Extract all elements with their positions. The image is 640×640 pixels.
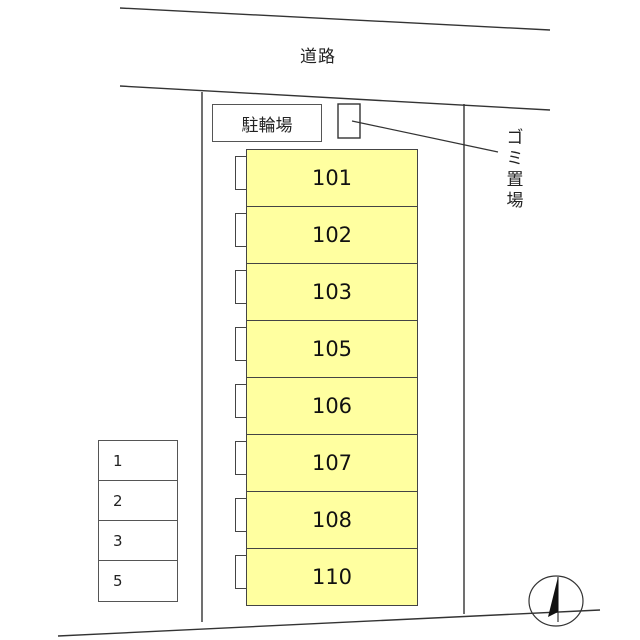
parking-slot-2: 2 [99, 481, 177, 521]
bicycle-parking-label: 駐輪場 [212, 104, 322, 142]
balcony [235, 270, 247, 304]
unit-102: 102 [246, 206, 418, 264]
road-top-edge [119, 7, 551, 31]
unit-107: 107 [246, 434, 418, 492]
balcony [235, 441, 247, 475]
unit-105: 105 [246, 320, 418, 378]
unit-110: 110 [246, 548, 418, 606]
parking-area: 1 2 3 5 [98, 440, 178, 602]
balcony [235, 327, 247, 361]
garbage-area-box [337, 103, 361, 139]
unit-101: 101 [246, 149, 418, 207]
balcony [235, 555, 247, 589]
road-bottom-edge [119, 85, 551, 111]
north-arrow-icon [528, 575, 584, 627]
unit-106: 106 [246, 377, 418, 435]
garbage-leader-line [351, 120, 499, 153]
parking-slot-1: 1 [99, 441, 177, 481]
parking-slot-5: 5 [113, 572, 123, 590]
balcony [235, 498, 247, 532]
unit-103: 103 [246, 263, 418, 321]
road-label: 道路 [300, 47, 336, 67]
parking-slot-3: 3 [99, 521, 177, 561]
balcony [235, 213, 247, 247]
unit-108: 108 [246, 491, 418, 549]
balcony [235, 384, 247, 418]
site-bottom-boundary [57, 609, 601, 637]
garbage-area-label: ゴミ置場 [506, 128, 524, 211]
balcony [235, 156, 247, 190]
